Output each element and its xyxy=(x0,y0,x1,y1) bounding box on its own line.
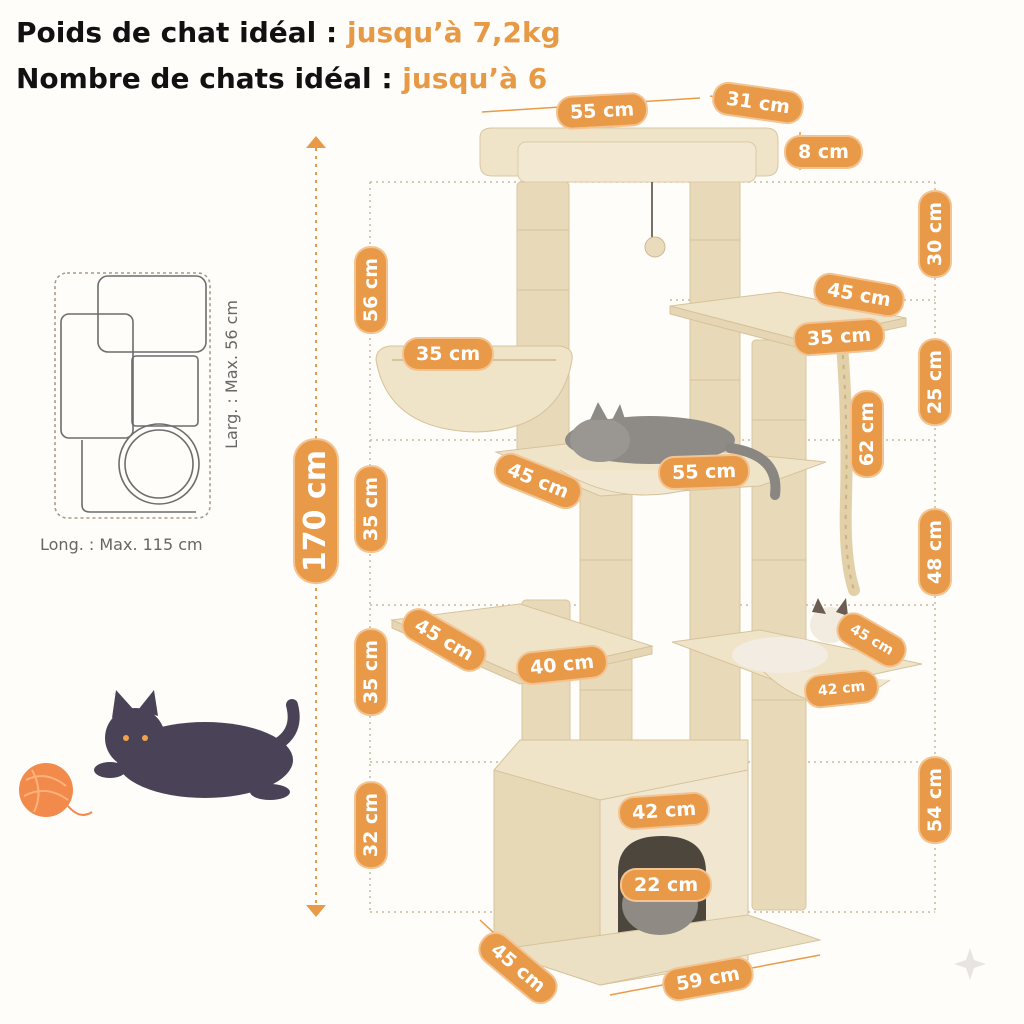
pompom-toy xyxy=(644,236,666,258)
ideal-count-value: jusqu’à 6 xyxy=(402,62,548,95)
condo-width-label: 42 cm xyxy=(619,792,710,830)
left-lower-height-label: 35 cm xyxy=(356,630,386,715)
footprint-diagram xyxy=(54,272,211,519)
basket-diameter-label: 35 cm xyxy=(404,339,493,369)
ideal-count-label: Nombre de chats idéal : xyxy=(16,62,393,95)
ideal-weight-value: jusqu’à 7,2kg xyxy=(346,16,561,49)
right-base-height-label: 54 cm xyxy=(920,758,950,843)
sisal-texture xyxy=(517,229,806,701)
footprint-width-label: Larg. : Max. 56 cm xyxy=(222,300,241,449)
left-mid-height-label: 35 cm xyxy=(356,467,386,552)
right-mid-height-label: 48 cm xyxy=(920,510,950,595)
ideal-weight-line: Poids de chat idéal : jusqu’à 7,2kg xyxy=(16,16,561,49)
top-post-height-label: 30 cm xyxy=(920,192,950,277)
cartoon-cat-icon xyxy=(94,690,300,800)
total-height-label: 170 cm xyxy=(295,440,337,583)
top-rim-label: 8 cm xyxy=(786,137,861,167)
rope-length-label: 62 cm xyxy=(852,392,882,477)
hammock-width-label: 55 cm xyxy=(659,455,749,489)
door-width-label: 22 cm xyxy=(622,870,711,900)
right-platform-width-label: 35 cm xyxy=(794,318,885,356)
right-gap-height-label: 25 cm xyxy=(920,340,950,425)
sparkle-icon xyxy=(954,948,986,980)
ideal-count-line: Nombre de chats idéal : jusqu’à 6 xyxy=(16,62,547,95)
left-upper-height-label: 56 cm xyxy=(356,248,386,333)
cat-top-hammock xyxy=(565,402,781,500)
top-width-label: 55 cm xyxy=(557,93,647,129)
ideal-weight-label: Poids de chat idéal : xyxy=(16,16,338,49)
left-base-height-label: 32 cm xyxy=(356,783,386,868)
yarn-ball-icon xyxy=(19,763,93,817)
footprint-length-label: Long. : Max. 115 cm xyxy=(40,535,203,554)
cat-tree xyxy=(375,127,923,986)
